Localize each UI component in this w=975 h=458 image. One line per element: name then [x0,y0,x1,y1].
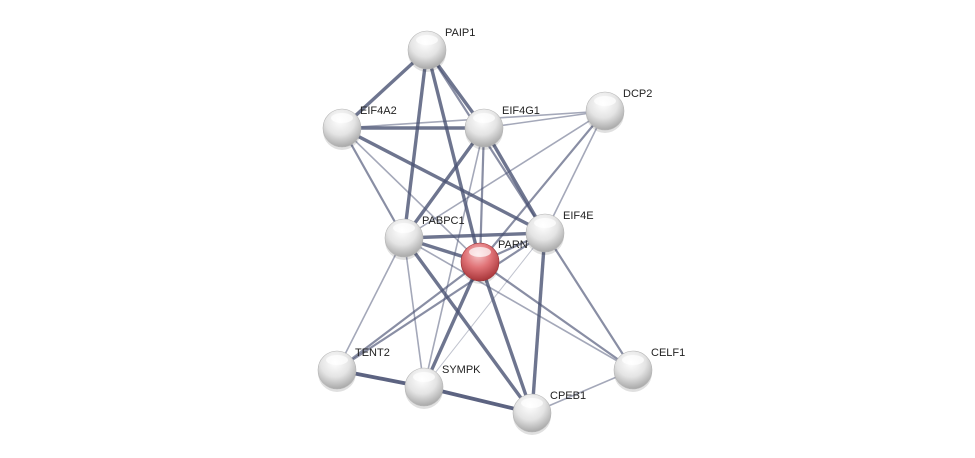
edge-eif4g1-pabpc1[interactable] [402,127,486,239]
node-parn[interactable]: PARN [460,239,528,284]
edge-pabpc1-eif4e[interactable] [403,231,546,240]
edge-eif4e-celf1[interactable] [544,232,634,371]
edge-parn-celf1[interactable] [479,261,634,371]
node-eif4e[interactable]: EIF4E [525,210,594,255]
node-label: EIF4A2 [360,105,397,117]
edge-parn-cpeb1[interactable] [478,261,534,414]
edge-eif4a2-eif4e[interactable] [341,126,546,235]
edge-eif4a2-parn[interactable] [341,127,481,263]
node-label: SYMPK [442,364,481,376]
edge-eif4g1-dcp2[interactable] [483,110,606,129]
node-tent2[interactable]: TENT2 [317,347,390,392]
node-celf1[interactable]: CELF1 [613,347,685,392]
node-paip1[interactable]: PAIP1 [407,27,475,72]
edge-paip1-parn[interactable] [425,49,482,263]
edge-dcp2-eif4e[interactable] [544,110,606,234]
node-pabpc1[interactable]: PABPC1 [384,215,465,260]
node-sympk[interactable]: SYMPK [404,364,481,409]
node-dcp2[interactable]: DCP2 [585,88,652,133]
edge-eif4a2-pabpc1[interactable] [341,127,405,239]
edge-eif4g1-parn[interactable] [478,127,486,263]
node-eif4a2[interactable]: EIF4A2 [322,105,397,150]
edge-parn-tent2[interactable] [336,261,481,371]
node-label: TENT2 [355,347,390,359]
node-label: PABPC1 [422,215,465,227]
edge-paip1-pabpc1[interactable] [402,49,429,239]
edge-eif4e-tent2[interactable] [336,232,546,371]
edge-dcp2-parn[interactable] [479,110,606,263]
node-label: EIF4G1 [502,105,540,117]
edge-pabpc1-cpeb1[interactable] [402,236,534,415]
edge-eif4g1-eif4e[interactable] [482,127,547,234]
node-label: PAIP1 [445,27,475,39]
edge-dcp2-pabpc1[interactable] [403,110,606,239]
node-eif4g1[interactable]: EIF4G1 [464,105,540,150]
node-label: DCP2 [623,88,652,100]
node-label: CPEB1 [550,390,586,402]
edge-pabpc1-tent2[interactable] [336,237,405,371]
node-cpeb1[interactable]: CPEB1 [512,390,586,435]
edge-eif4e-sympk[interactable] [423,232,546,388]
node-label: PARN [498,239,528,251]
edge-eif4e-cpeb1[interactable] [530,232,547,414]
node-label: CELF1 [651,347,685,359]
node-label: EIF4E [563,210,594,222]
edge-eif4g1-sympk[interactable] [423,127,485,388]
edge-pabpc1-celf1[interactable] [403,237,634,371]
